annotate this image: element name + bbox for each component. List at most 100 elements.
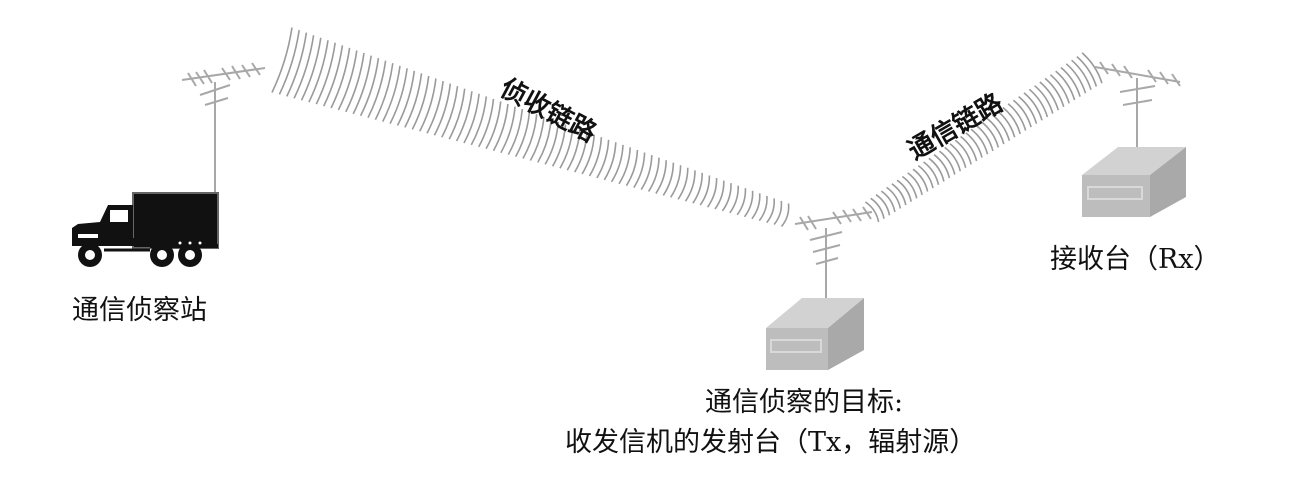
wave-arc bbox=[477, 98, 495, 148]
wave-arc bbox=[374, 63, 394, 121]
wave-arc bbox=[891, 183, 907, 206]
wave-arc bbox=[981, 121, 1000, 148]
wave-arc bbox=[640, 155, 653, 191]
wave-arc bbox=[706, 177, 718, 208]
wave-arc bbox=[300, 37, 322, 101]
wave-arc bbox=[954, 139, 972, 165]
wave-arc bbox=[875, 194, 891, 216]
wave-arc bbox=[933, 154, 951, 179]
wave-arc bbox=[886, 186, 902, 209]
wave-arc bbox=[944, 146, 962, 172]
wave-arc bbox=[714, 180, 725, 210]
wave-arc bbox=[670, 165, 682, 198]
wave-arc bbox=[655, 160, 667, 194]
wave-arc bbox=[315, 42, 336, 105]
wave-arc bbox=[588, 137, 603, 177]
wave-arc bbox=[389, 68, 408, 124]
wave-arc bbox=[780, 203, 790, 228]
wave-arc bbox=[1065, 63, 1087, 94]
wave-arc bbox=[514, 111, 531, 157]
wave-arc bbox=[986, 117, 1005, 145]
wave-arc bbox=[507, 109, 524, 155]
wave-arc bbox=[1044, 77, 1065, 108]
wave-arc bbox=[917, 164, 934, 189]
wave-arc bbox=[448, 88, 466, 140]
station-label: 通信侦察站 bbox=[72, 295, 207, 326]
wave-arc bbox=[463, 93, 480, 144]
wave-arc bbox=[418, 78, 437, 132]
wave-arc bbox=[928, 157, 945, 182]
wave-arc bbox=[970, 128, 989, 155]
wave-arc bbox=[975, 124, 994, 152]
wave-arc bbox=[271, 27, 293, 93]
wave-arc bbox=[1007, 103, 1027, 131]
wave-arc bbox=[729, 185, 740, 214]
wave-arc bbox=[278, 29, 300, 95]
wave-arc bbox=[773, 200, 783, 226]
wave-arc bbox=[684, 170, 696, 202]
wave-arc bbox=[938, 150, 956, 175]
wave-arc bbox=[1049, 74, 1070, 104]
wave-arc bbox=[381, 65, 401, 122]
wave-arc bbox=[1060, 66, 1081, 97]
wave-arc bbox=[470, 96, 488, 146]
wave-arc bbox=[766, 198, 776, 224]
wave-arc bbox=[566, 129, 581, 171]
wave-arc bbox=[404, 73, 423, 128]
target-label-line1: 通信侦察的目标: bbox=[705, 387, 904, 418]
transmitter-antenna-icon bbox=[794, 206, 873, 298]
receiver-antenna-icon bbox=[1094, 61, 1181, 147]
wave-arc bbox=[870, 197, 885, 219]
wave-arc bbox=[1018, 95, 1038, 124]
wave-arc bbox=[1002, 106, 1021, 135]
wave-arc bbox=[1039, 81, 1060, 111]
wave-arc bbox=[596, 139, 610, 179]
wave-arc bbox=[692, 172, 704, 204]
wave-arc bbox=[337, 50, 358, 111]
wave-arc bbox=[677, 167, 689, 200]
wave-arc bbox=[574, 132, 588, 173]
wave-arc bbox=[603, 142, 617, 181]
wave-arc bbox=[551, 124, 567, 167]
wave-arc bbox=[426, 81, 444, 134]
wave-arc bbox=[1023, 92, 1043, 121]
wave-arc bbox=[662, 162, 675, 196]
wave-arc bbox=[625, 149, 639, 187]
wave-arc bbox=[1034, 85, 1054, 114]
wave-arc bbox=[997, 110, 1016, 138]
wave-arc bbox=[1012, 99, 1032, 128]
target-label-line2: 收发信机的发射台（Tx，辐射源） bbox=[565, 427, 977, 458]
recon-link-waves bbox=[271, 27, 790, 228]
receiver-label: 接收台（Rx） bbox=[1050, 244, 1221, 275]
wave-arc bbox=[880, 190, 896, 213]
wave-arc bbox=[965, 132, 983, 158]
wave-arc bbox=[352, 55, 372, 115]
transmitter-box-icon bbox=[766, 298, 864, 370]
recon-truck-icon bbox=[72, 192, 219, 267]
wave-arc bbox=[1076, 55, 1098, 87]
wave-arc bbox=[1081, 52, 1103, 84]
wave-arc bbox=[500, 106, 516, 154]
wave-arc bbox=[901, 175, 918, 199]
wave-arc bbox=[359, 57, 380, 117]
wave-arc bbox=[633, 152, 646, 189]
wave-arc bbox=[433, 83, 452, 136]
wave-arc bbox=[960, 135, 978, 162]
wave-arc bbox=[367, 60, 387, 119]
wave-arc bbox=[308, 40, 329, 103]
wave-arc bbox=[492, 103, 509, 152]
wave-arc bbox=[537, 119, 552, 163]
wave-arc bbox=[907, 172, 923, 196]
wave-arc bbox=[330, 47, 351, 109]
wave-arc bbox=[441, 86, 459, 138]
wave-arc bbox=[949, 143, 967, 168]
wave-arc bbox=[864, 201, 880, 223]
wave-arc bbox=[581, 134, 595, 175]
wave-arc bbox=[286, 32, 308, 97]
wave-arc bbox=[751, 193, 761, 220]
comm-link-waves bbox=[864, 52, 1103, 223]
wave-arc bbox=[647, 157, 660, 192]
wave-arc bbox=[610, 144, 624, 183]
